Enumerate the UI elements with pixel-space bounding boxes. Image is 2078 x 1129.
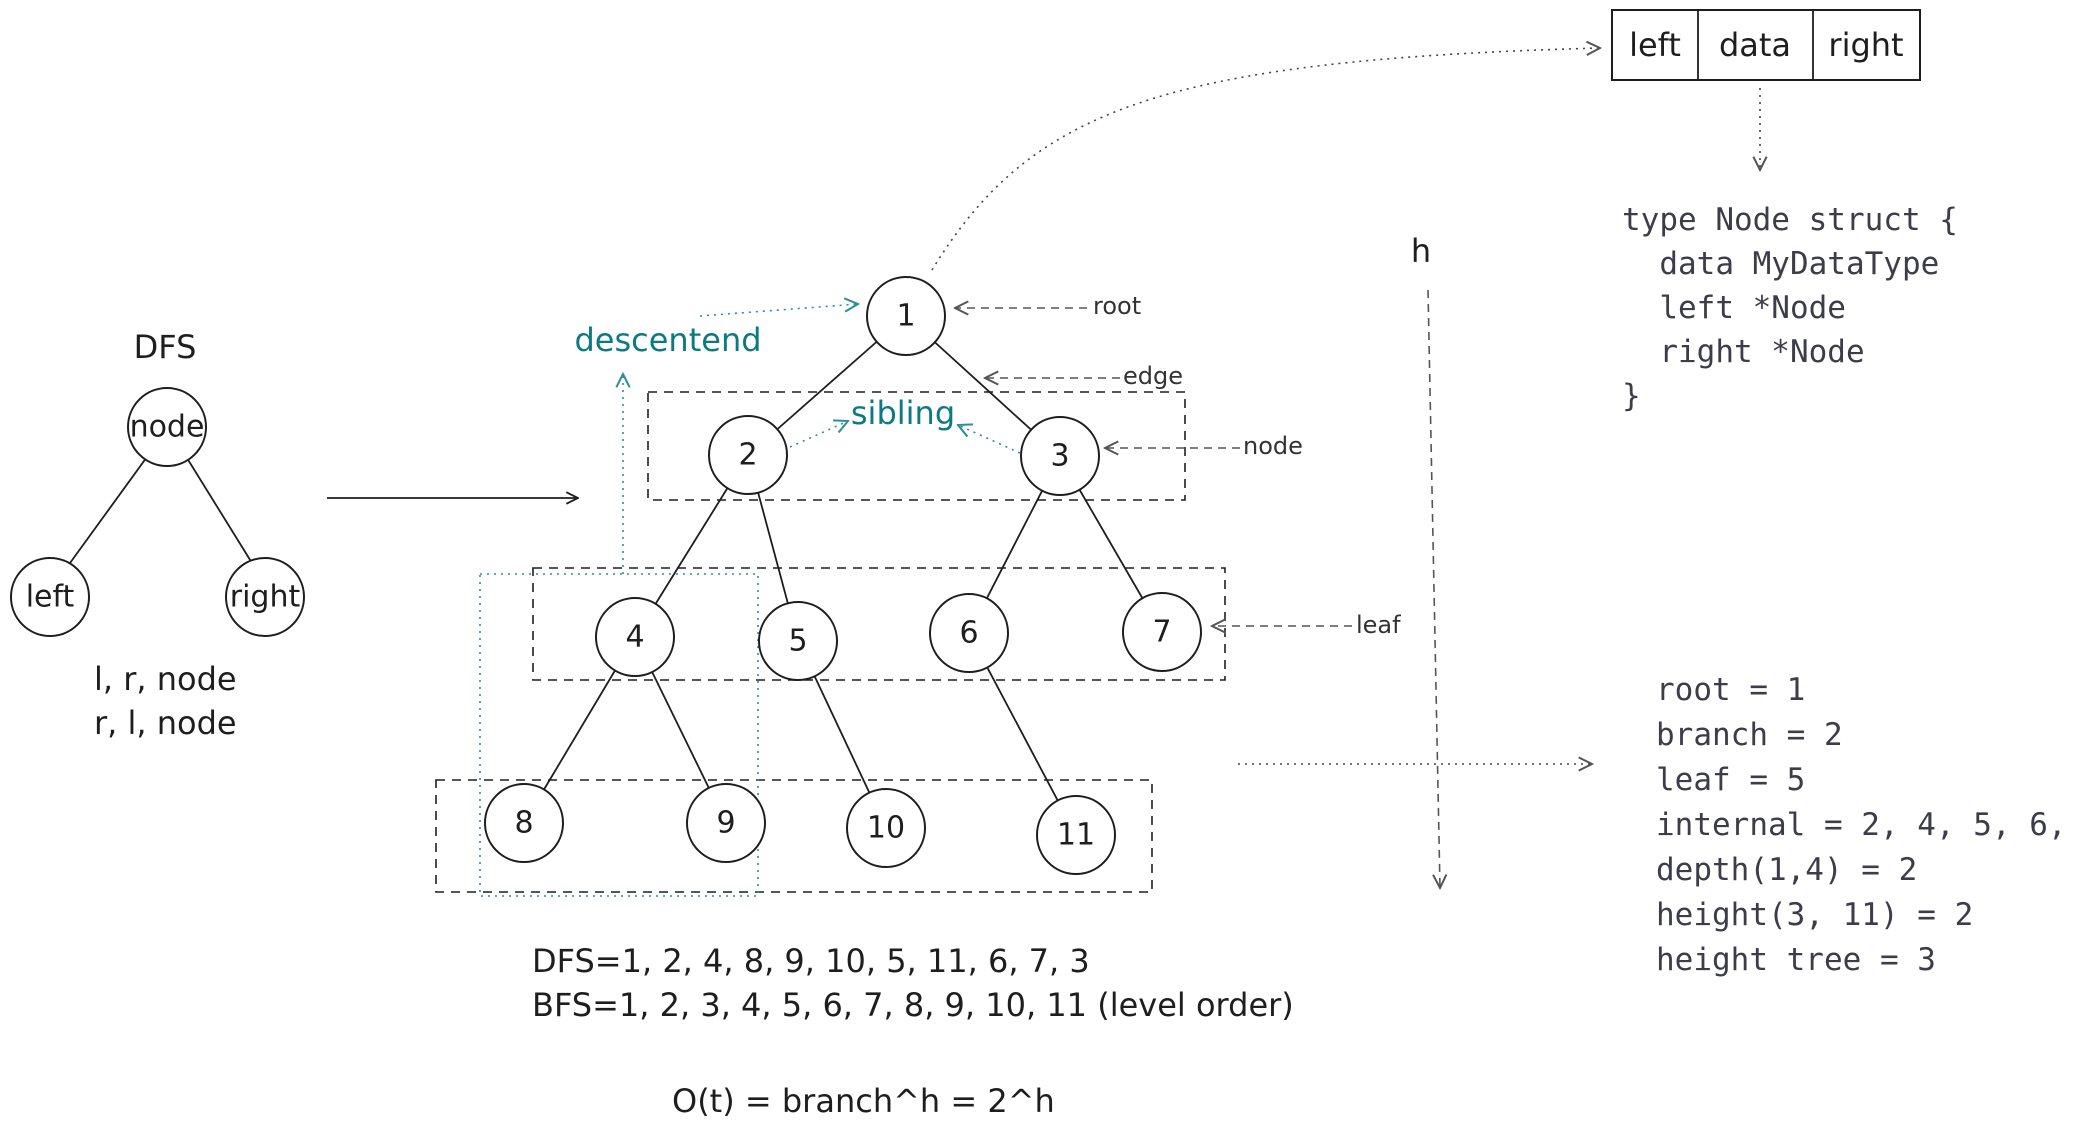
struct-cell-right: right (1828, 26, 1903, 64)
height-axis-label: h (1411, 232, 1431, 270)
tree-node-internal-circle (1020, 416, 1100, 496)
tree-node-internal-circle (929, 593, 1009, 673)
leaf-annotation: leaf (1356, 611, 1401, 639)
tree-node-internal-circle (595, 597, 675, 677)
pattern-node-label: node (130, 410, 205, 445)
level-box-2 (647, 391, 1186, 501)
fact-line: internal = 2, 4, 5, 6, 3 (1656, 807, 2078, 843)
pattern-left-circle (10, 557, 90, 637)
struct-cell-data: data (1719, 26, 1791, 64)
bfs-order-text: BFS=1, 2, 3, 4, 5, 6, 7, 8, 9, 10, 11 (l… (532, 986, 1294, 1024)
tree-node-leaf-circle (1122, 592, 1202, 672)
tree-nodes: 1 2 3 4 5 6 7 8 9 10 11 (484, 276, 1202, 875)
tree-node-root-circle (866, 276, 946, 356)
level-box-4 (435, 779, 1153, 893)
sibling-arrow-left (789, 421, 848, 448)
tree-edge (934, 341, 1032, 431)
level-box-3 (532, 567, 1226, 681)
tree-node-label: 9 (716, 806, 735, 841)
descendant-arrow-to-root (699, 304, 858, 317)
tree-node-label: 2 (738, 438, 757, 473)
tree-node-label: 10 (867, 811, 905, 846)
tree-edge (986, 490, 1043, 599)
tree-edges (543, 341, 1144, 801)
fact-line: branch = 2 (1656, 717, 1843, 753)
pattern-left-label: left (26, 580, 75, 615)
pattern-edge-left (69, 449, 153, 564)
tree-node-label: 5 (788, 624, 807, 659)
traversals: DFS=1, 2, 4, 8, 9, 10, 5, 11, 6, 7, 3 BF… (532, 942, 1294, 1120)
pattern-right-circle (225, 557, 305, 637)
tree-node-label: 4 (625, 620, 644, 655)
sibling-arrow-right (958, 425, 1021, 454)
pattern-order-line2: r, l, node (94, 704, 237, 742)
tree-edge (654, 487, 729, 605)
tree-facts: root = 1 branch = 2 leaf = 5 internal = … (1656, 672, 2078, 978)
tree-node-leaf-circle (686, 783, 766, 863)
tree-node-label: 7 (1152, 615, 1171, 650)
code-line: right *Node (1622, 334, 1865, 370)
tree-node-label: 8 (514, 806, 533, 841)
tree-node-label: 1 (896, 299, 915, 334)
dfs-order-text: DFS=1, 2, 4, 8, 9, 10, 5, 11, 6, 7, 3 (532, 942, 1090, 980)
tree-edge (1078, 489, 1144, 599)
tree-node-leaf-circle (484, 783, 564, 863)
struct-box-outline (1611, 9, 1921, 81)
tree-edge (651, 671, 710, 789)
node-annotation: node (1243, 432, 1303, 460)
tree-node-label: 6 (959, 616, 978, 651)
height-axis-arrow (1427, 289, 1440, 888)
code-line: left *Node (1622, 290, 1846, 326)
tree-edge (543, 670, 616, 790)
code-line: type Node struct { (1622, 202, 1958, 238)
code-block: type Node struct { data MyDataType left … (1622, 202, 1958, 414)
fact-line: root = 1 (1656, 672, 1805, 708)
tree-edge (986, 667, 1059, 801)
complexity-text: O(t) = branch^h = 2^h (672, 1082, 1055, 1120)
pattern-order-line1: l, r, node (94, 660, 237, 698)
tree-edge (757, 492, 789, 604)
descendant-annotation: descentend (574, 321, 761, 359)
tree-node-leaf-circle (1036, 795, 1116, 875)
tree-node-label: 3 (1050, 439, 1069, 474)
fact-line: height tree = 3 (1656, 942, 1936, 978)
tree-edge (776, 341, 878, 430)
tree-node-leaf-circle (846, 788, 926, 868)
fact-line: depth(1,4) = 2 (1656, 852, 1917, 888)
root-annotation: root (1093, 292, 1141, 320)
fact-line: height(3, 11) = 2 (1656, 897, 1973, 933)
pattern-edge-right (181, 449, 253, 564)
edge-annotation: edge (1123, 362, 1183, 390)
fact-line: leaf = 5 (1656, 762, 1805, 798)
dfs-pattern-title: DFS (134, 328, 197, 366)
tree-node-internal-circle (758, 601, 838, 681)
code-line: data MyDataType (1622, 246, 1939, 282)
root-to-struct-arrow (931, 48, 1600, 271)
sibling-annotation: sibling (851, 394, 955, 432)
code-line: } (1622, 378, 1641, 414)
pattern-right-label: right (230, 580, 301, 615)
dfs-pattern: DFS node left right l, r, node r, l, nod… (10, 328, 305, 742)
tree-edge (813, 675, 871, 794)
struct-cell-left: left (1629, 26, 1681, 64)
struct-layout-box: left data right (1611, 9, 1921, 81)
pattern-node-circle (127, 387, 207, 467)
tree-node-internal-circle (708, 415, 788, 495)
tree-node-label: 11 (1057, 818, 1095, 853)
